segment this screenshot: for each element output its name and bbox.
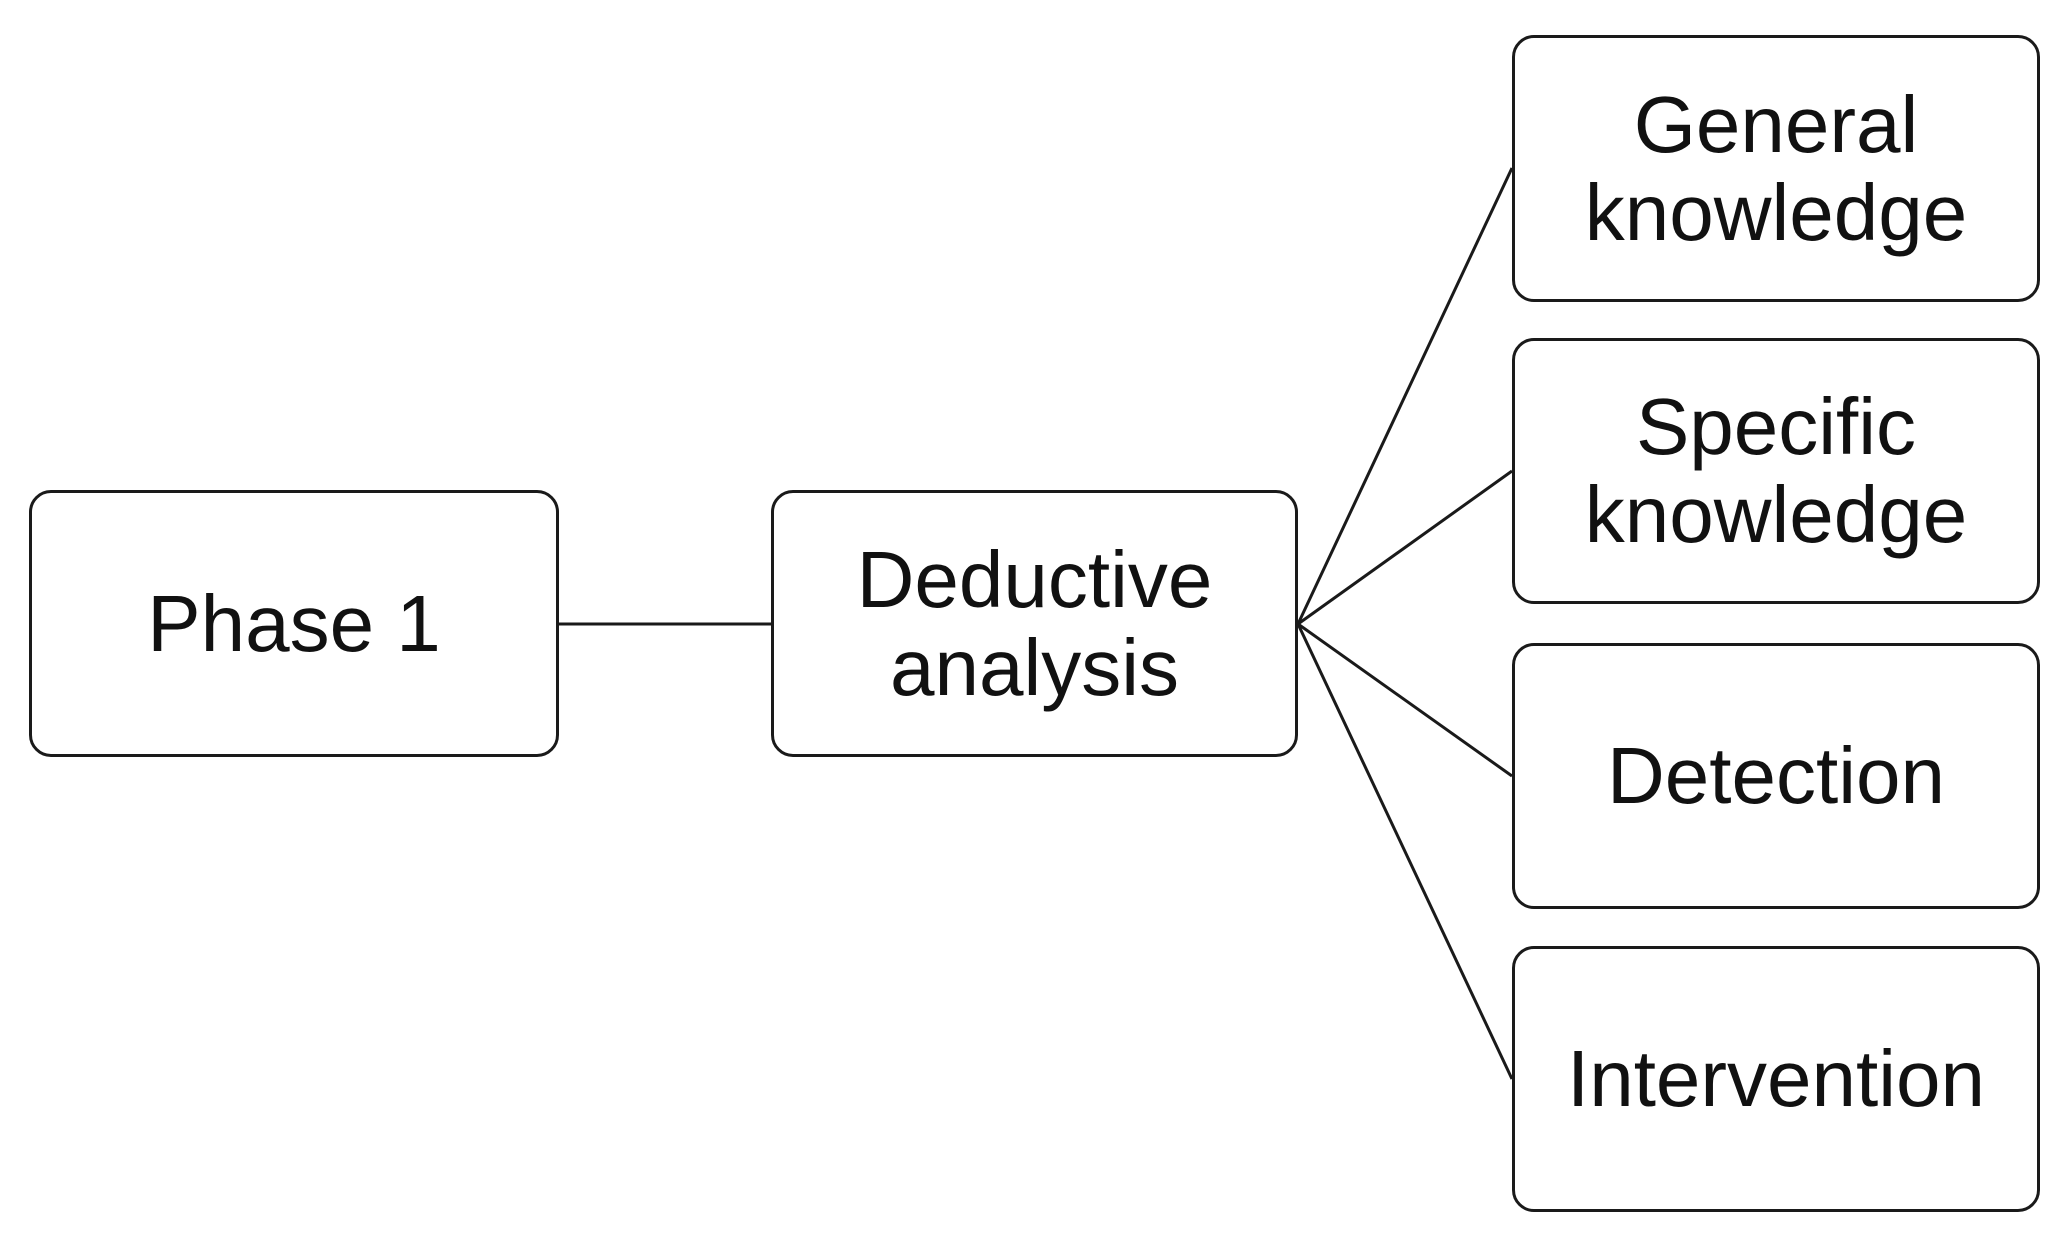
detection-label: Detection — [1607, 731, 1945, 820]
general-knowledge-node: General knowledge — [1512, 35, 2040, 302]
intervention-label: Intervention — [1566, 1034, 1986, 1123]
edge-deductive-to-detection — [1297, 622, 1513, 778]
phase-1-node: Phase 1 — [29, 490, 559, 757]
specific-knowledge-node: Specific knowledge — [1512, 338, 2040, 604]
deductive-analysis-label: Deductive analysis — [856, 534, 1213, 712]
edge-deductive-to-specific — [1297, 469, 1513, 626]
specific-knowledge-label: Specific knowledge — [1584, 382, 1968, 559]
edge-deductive-to-intervention — [1296, 623, 1514, 1080]
edge-deductive-to-general — [1296, 167, 1514, 625]
deductive-analysis-node: Deductive analysis — [771, 490, 1298, 757]
intervention-node: Intervention — [1512, 946, 2040, 1212]
detection-node: Detection — [1512, 643, 2040, 909]
general-knowledge-label: General knowledge — [1584, 79, 1968, 257]
phase-1-label: Phase 1 — [147, 578, 441, 668]
